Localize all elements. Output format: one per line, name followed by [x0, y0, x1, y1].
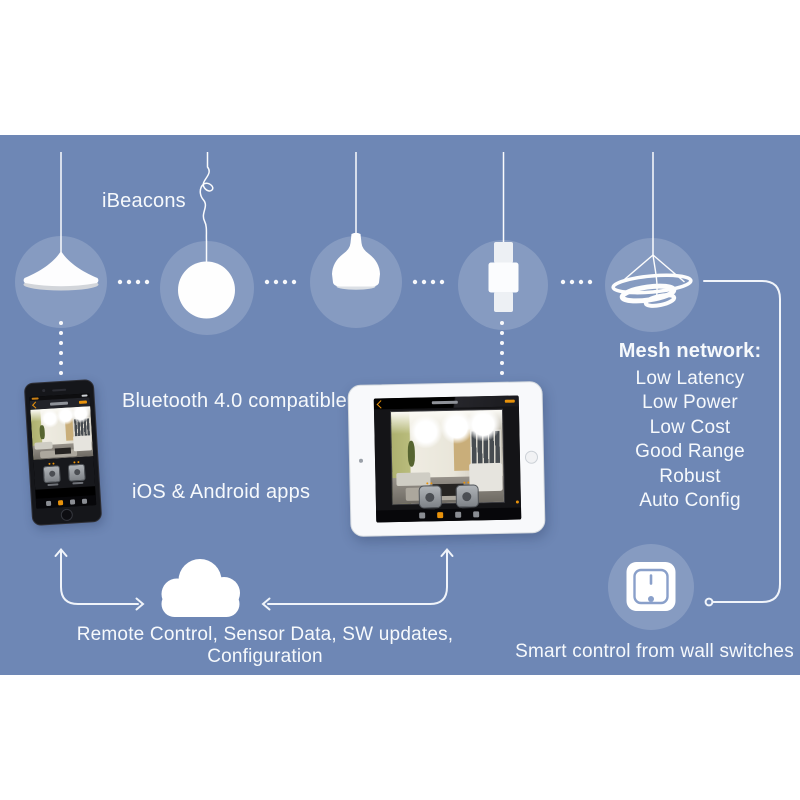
app-title-placeholder: [49, 401, 68, 406]
tab-icon: [472, 511, 479, 518]
tab-icon-active: [57, 499, 63, 505]
cloud-caption: Remote Control, Sensor Data, SW updates,…: [76, 624, 454, 667]
tablet-light-controls: [376, 481, 521, 512]
mesh-item: Low Power: [642, 392, 738, 413]
app-title-placeholder: [431, 400, 458, 405]
mesh-item: Good Range: [635, 441, 745, 462]
cloud-icon: [161, 559, 240, 617]
arrow-left-icon: [261, 597, 271, 611]
mesh-network-title: Mesh network:: [618, 340, 762, 362]
light-control-button: [455, 481, 479, 511]
arrow-up-icon: [440, 547, 454, 557]
phone-earpiece: [52, 388, 67, 392]
tablet-home-button: [524, 450, 539, 464]
back-chevron-icon: [376, 399, 386, 409]
cone-pendant-lamp: [23, 251, 99, 291]
mesh-item: Low Cost: [649, 416, 731, 438]
bluetooth-label: Bluetooth 4.0 compatible: [122, 390, 347, 412]
mesh-item: Auto Config: [639, 490, 741, 511]
tablet: [347, 380, 546, 538]
tablet-screen: [373, 395, 522, 523]
mesh-item: Robust: [659, 465, 721, 487]
room-photo: [30, 406, 94, 460]
ibeacons-label: iBeacons: [102, 190, 186, 212]
ring-chandelier-lamp: [611, 254, 693, 308]
mesh-item: Low Latency: [635, 367, 745, 389]
cylinder-pendant-lamp: [488, 242, 519, 312]
tablet-cloud-connector: [261, 547, 454, 611]
back-chevron-icon: [32, 401, 40, 409]
tab-icon: [45, 500, 51, 506]
settings-dot-icon: [515, 500, 519, 504]
switch-caption: Smart control from wall switches: [515, 641, 794, 662]
phone-camera-icon: [42, 388, 46, 393]
mesh-network-list: Mesh network: Low Latency Low Power Low …: [580, 339, 800, 514]
lamp-cords: [60, 152, 654, 262]
edit-button-placeholder: [78, 400, 88, 404]
mesh-link-dots-vertical: [59, 321, 504, 375]
bell-pendant-lamp: [332, 232, 380, 290]
arrow-right-icon: [135, 597, 145, 611]
sphere-pendant-lamp: [178, 261, 235, 319]
wall-switch-icon: [608, 544, 694, 630]
tab-icon-active: [436, 512, 443, 519]
edit-button-placeholder: [504, 399, 515, 403]
tablet-tabbar: [376, 507, 522, 523]
phone-home-button: [60, 508, 74, 521]
phone-cloud-connector: [54, 547, 145, 611]
phone-tabbar: [35, 495, 97, 509]
tablet-camera-icon: [358, 458, 364, 463]
connector-node-icon: [704, 597, 714, 607]
light-control-button: [418, 482, 442, 512]
phone-screen: [29, 393, 97, 509]
phone-light-controls: [33, 456, 96, 490]
apps-label: iOS & Android apps: [132, 481, 311, 503]
diagram-canvas: iBeacons Bluetooth 4.0 compatible iOS & …: [0, 135, 800, 675]
mesh-link-dots-horizontal: [117, 279, 593, 285]
lamp-switch-connector: [703, 280, 781, 607]
tab-icon: [418, 512, 425, 519]
light-control-button: [67, 460, 86, 485]
lamp-glow-icon: [408, 414, 443, 449]
smartphone: [23, 378, 103, 527]
tablet-app-body: [373, 406, 522, 523]
tab-icon: [81, 498, 87, 504]
tab-icon: [69, 498, 75, 505]
light-control-button: [42, 462, 61, 486]
diagram-graphics: [15, 152, 781, 630]
tab-icon: [454, 511, 461, 518]
arrow-up-icon: [54, 547, 68, 557]
curly-cord: [199, 152, 214, 262]
